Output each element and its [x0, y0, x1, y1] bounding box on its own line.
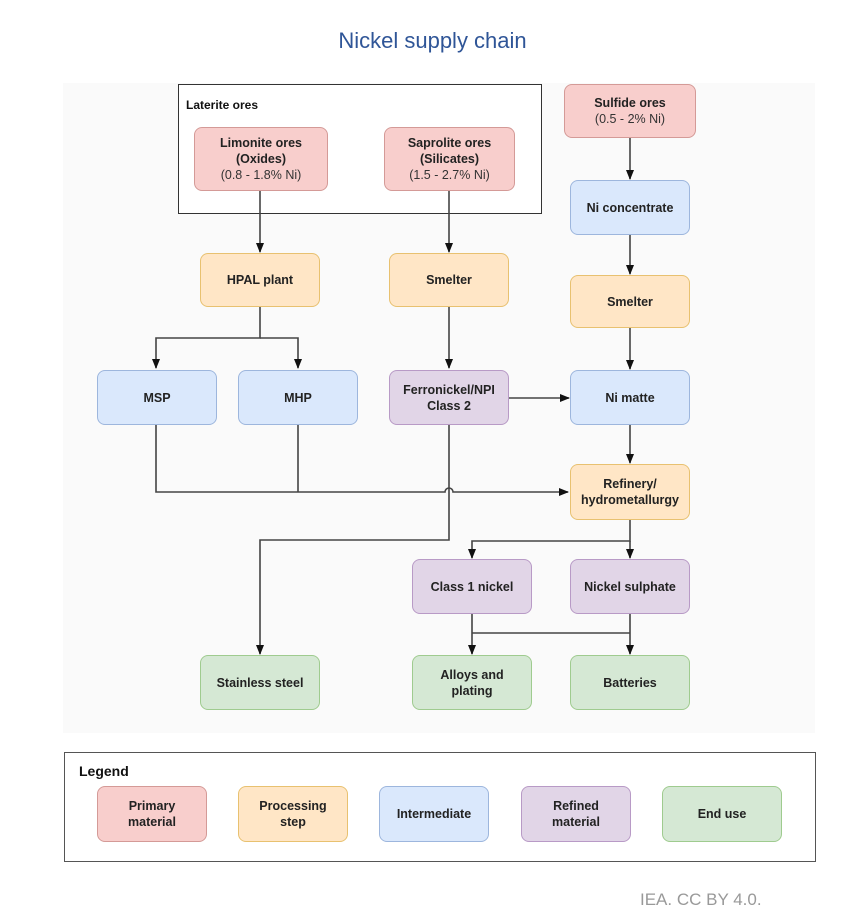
node-label: Limonite ores	[220, 136, 302, 150]
legend-item-end-use: End use	[662, 786, 782, 842]
node-msp: MSP	[97, 370, 217, 425]
edge-refinery-class1	[468, 520, 631, 559]
node-label: (Oxides)	[235, 152, 286, 166]
node-label: Ferronickel/NPI	[403, 382, 495, 397]
node-label: hydrometallurgy	[581, 493, 679, 507]
node-label: Saprolite ores	[407, 136, 492, 150]
node-label: Stainless steel	[216, 675, 304, 690]
node-label: Alloys and	[440, 667, 504, 682]
node-label: MHP	[284, 390, 312, 405]
credit-text: IEA. CC BY 4.0.	[640, 890, 762, 909]
node-label: (Silicates)	[419, 152, 480, 166]
node-limonite-ores: Limonite ores (Oxides) (0.8 - 1.8% Ni)	[194, 127, 328, 191]
legend-label: Refined	[553, 799, 599, 813]
node-saprolite-ores: Saprolite ores (Silicates) (1.5 - 2.7% N…	[384, 127, 515, 191]
node-ni-concentrate: Ni concentrate	[570, 180, 690, 235]
legend-label: step	[280, 815, 306, 829]
node-mhp: MHP	[238, 370, 358, 425]
node-stainless-steel: Stainless steel	[200, 655, 320, 710]
node-sublabel: (1.5 - 2.7% Ni)	[409, 168, 490, 182]
node-label: Class 2	[427, 398, 471, 413]
legend-label: Processing	[259, 799, 327, 813]
node-label: Sulfide ores	[594, 96, 666, 110]
node-ferronickel-npi: Ferronickel/NPI Class 2	[389, 370, 509, 425]
node-label: Class 1 nickel	[430, 579, 514, 594]
legend-label: End use	[697, 807, 747, 821]
legend-label: Intermediate	[396, 807, 472, 821]
legend-label: material	[128, 815, 176, 829]
node-label: plating	[451, 683, 493, 698]
edge-hpal-msp	[152, 307, 261, 369]
node-label: HPAL plant	[226, 273, 294, 287]
legend-item-processing-step: Processing step	[238, 786, 348, 842]
node-smelter-sulfide: Smelter	[570, 275, 690, 328]
legend-item-primary-material: Primary material	[97, 786, 207, 842]
node-sublabel: (0.5 - 2% Ni)	[594, 112, 666, 126]
node-label: Ni matte	[605, 390, 655, 405]
node-label: MSP	[143, 390, 171, 405]
legend-item-refined-material: Refined material	[521, 786, 631, 842]
node-ni-matte: Ni matte	[570, 370, 690, 425]
node-class1-nickel: Class 1 nickel	[412, 559, 532, 614]
node-sublabel: (0.8 - 1.8% Ni)	[220, 168, 302, 182]
node-label: Refinery/	[603, 477, 657, 491]
node-refinery: Refinery/ hydrometallurgy	[570, 464, 690, 520]
edge-msp-refinery	[155, 425, 569, 496]
node-nickel-sulphate: Nickel sulphate	[570, 559, 690, 614]
legend-title: Legend	[79, 763, 129, 779]
edge-hpal-mhp	[260, 337, 302, 369]
node-label: Smelter	[607, 294, 653, 309]
node-sulfide-ores: Sulfide ores (0.5 - 2% Ni)	[564, 84, 696, 138]
laterite-ores-label: Laterite ores	[186, 98, 259, 112]
legend-label: Primary	[128, 799, 176, 813]
legend-item-intermediate: Intermediate	[379, 786, 489, 842]
diagram-title: Nickel supply chain	[338, 28, 527, 53]
node-label: Smelter	[426, 273, 472, 287]
legend-label: material	[552, 815, 600, 829]
edge-ferronickel-stainless	[256, 425, 450, 655]
node-smelter-laterite: Smelter	[389, 253, 509, 307]
node-label: Batteries	[603, 675, 657, 690]
node-alloys-plating: Alloys and plating	[412, 655, 532, 710]
node-hpal-plant: HPAL plant	[200, 253, 320, 307]
node-label: Ni concentrate	[586, 200, 674, 215]
node-label: Nickel sulphate	[584, 579, 676, 594]
node-batteries: Batteries	[570, 655, 690, 710]
